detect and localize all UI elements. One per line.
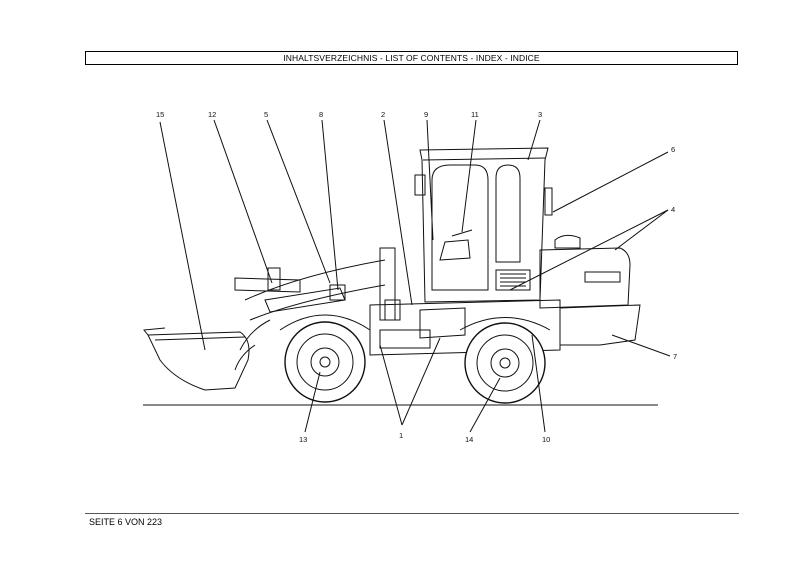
rear-wheel [464, 322, 546, 404]
callout-leaders [159, 119, 671, 433]
callout-3: 3 [538, 110, 542, 119]
callout-15: 15 [156, 110, 164, 119]
exhaust-pipe [544, 187, 553, 216]
engine-hood [539, 234, 631, 309]
callout-14: 14 [465, 435, 473, 444]
document-header: INHALTSVERZEICHNIS - LIST OF CONTENTS - … [85, 51, 738, 65]
rear-counterweight [559, 304, 641, 346]
callout-11: 11 [471, 110, 479, 119]
callout-1: 1 [399, 431, 403, 440]
footer-divider [85, 513, 739, 514]
loader-bucket [143, 327, 250, 391]
loader-arm [234, 247, 396, 371]
page-number: SEITE 6 VON 223 [89, 517, 163, 527]
callout-10: 10 [542, 435, 550, 444]
callout-5: 5 [264, 110, 268, 119]
machine-frame [369, 299, 561, 356]
callout-8: 8 [319, 110, 323, 119]
callout-12: 12 [208, 110, 216, 119]
callout-6: 6 [671, 145, 675, 154]
callout-13: 13 [299, 435, 307, 444]
front-wheel [284, 321, 366, 403]
callout-2: 2 [381, 110, 385, 119]
operator-cab [414, 147, 549, 303]
callout-9: 9 [424, 110, 428, 119]
callout-7: 7 [673, 352, 677, 361]
callout-4: 4 [671, 205, 675, 214]
